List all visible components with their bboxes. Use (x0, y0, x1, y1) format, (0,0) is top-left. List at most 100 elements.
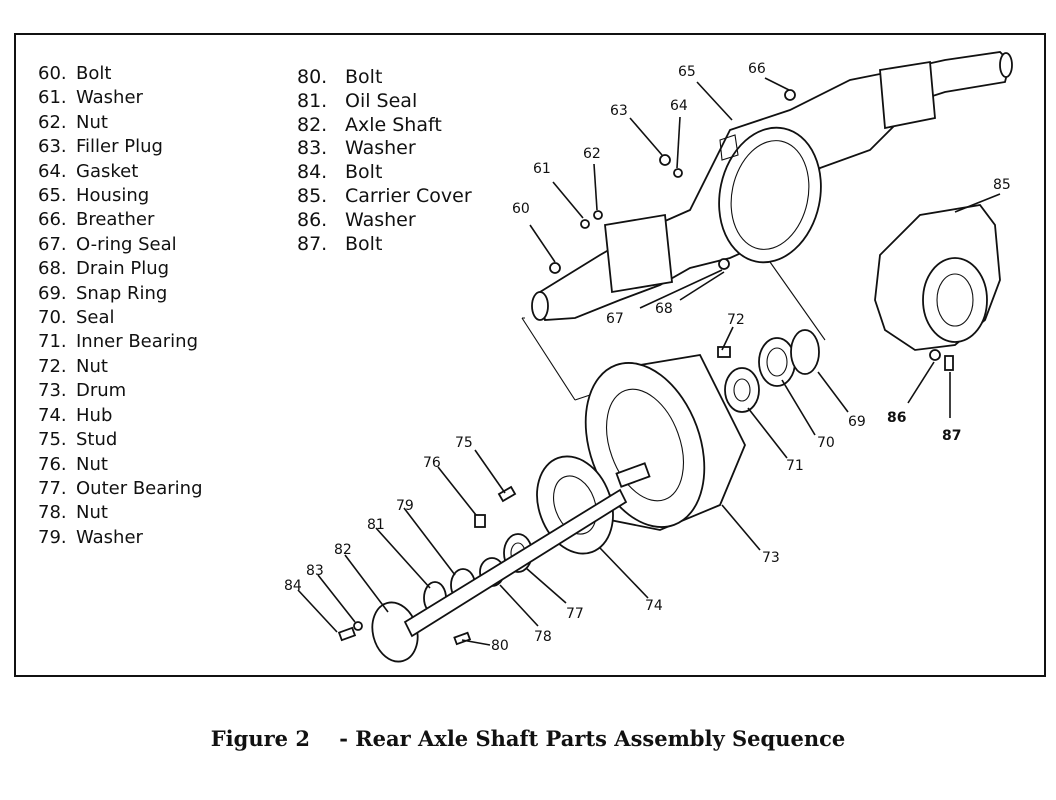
legend-item-name: Nut (76, 355, 108, 377)
legend-item: 69.Snap Ring (38, 282, 203, 306)
legend-item: 61. Washer (38, 86, 203, 110)
carrier-cover-drawing (874, 204, 1001, 351)
legend-item: 68.Drain Plug (38, 257, 203, 281)
callout-61: 61 (533, 161, 551, 177)
legend-item-name: Bolt (345, 66, 383, 88)
callout-65: 65 (678, 64, 696, 80)
legend-item-name: Bolt (345, 161, 383, 184)
callout-60: 60 (512, 201, 530, 217)
legend-item-name: Bolt (345, 232, 383, 255)
legend-item-number: 71. (38, 331, 67, 353)
assembly-bracket (521, 261, 826, 401)
legend-item-name: Outer Bearing (76, 477, 203, 499)
callout-71: 71 (786, 458, 804, 474)
legend-item-number: 70. (38, 307, 67, 329)
legend-item: 83.Washer (297, 137, 472, 161)
legend-item-number: 79. (38, 526, 67, 548)
legend-item-name: O-ring Seal (76, 233, 177, 255)
callout-87: 87 (942, 428, 961, 444)
fasteners-drawing (337, 89, 954, 646)
axle-shaft-drawing (371, 488, 628, 663)
callout-85: 85 (993, 177, 1011, 193)
callout-labels: 60 61 62 63 64 65 66 67 68 69 70 71 72 7… (284, 61, 1011, 654)
diagram-frame (14, 33, 1046, 677)
legend-item-name: Hub (76, 404, 113, 426)
legend-item-name: Stud (76, 429, 118, 451)
callout-73: 73 (762, 550, 780, 566)
callout-62: 62 (583, 146, 601, 162)
legend-item: 74. Hub (38, 404, 203, 428)
callout-74: 74 (645, 598, 663, 614)
legend-item-number: 68. (38, 258, 67, 280)
legend-item: 87. Bolt (297, 233, 472, 257)
legend-item: 62. Nut (38, 111, 203, 135)
legend-item-name: Washer (76, 87, 143, 109)
legend-item-number: 73. (38, 380, 67, 402)
callout-81: 81 (367, 517, 385, 533)
legend-item-number: 61. (38, 87, 67, 109)
legend-item: 86. Washer (297, 209, 472, 233)
legend-item: 73. Drum (38, 379, 203, 403)
legend-item-number: 65. (38, 185, 67, 207)
legend-item-number: 64. (38, 160, 67, 182)
legend-item: 81. Oil Seal (297, 90, 472, 114)
callout-66: 66 (748, 61, 766, 77)
legend-item-number: 75. (38, 429, 67, 451)
callout-75: 75 (455, 435, 473, 451)
legend-item-name: Bolt (76, 63, 112, 84)
callout-68: 68 (655, 301, 673, 317)
legend-item-name: Nut (76, 453, 108, 475)
callout-70: 70 (817, 435, 835, 451)
legend-item-name: Inner Bearing (76, 331, 199, 353)
legend-item: 82.Axle Shaft (297, 114, 472, 138)
callout-63: 63 (610, 103, 628, 119)
callout-86: 86 (887, 410, 906, 426)
callout-82: 82 (334, 542, 352, 558)
legend-item-number: 83. (297, 137, 328, 160)
callout-79: 79 (396, 498, 414, 514)
legend-item-number: 86. (297, 208, 328, 231)
legend-item-number: 63. (38, 136, 67, 158)
figure-number: Figure 2 (210, 726, 310, 751)
legend-item: 79. Washer (38, 526, 203, 550)
legend-item-name: Oil Seal (345, 89, 418, 112)
legend-item-name: Housing (76, 185, 150, 207)
legend-item-number: 85. (297, 184, 328, 207)
legend-item-name: Nut (76, 111, 108, 133)
legend-item: 85. Carrier Cover (297, 185, 472, 209)
legend-item: 67. O-ring Seal (38, 233, 203, 257)
legend-item: 63. Filler Plug (38, 135, 203, 159)
legend-item-number: 69. (38, 282, 67, 304)
callout-83: 83 (306, 563, 324, 579)
legend-item-number: 60. (38, 63, 67, 84)
legend-item-name: Carrier Cover (345, 184, 472, 207)
legend-item-name: Drum (76, 380, 127, 402)
legend-item-number: 87. (297, 232, 328, 255)
legend-item-name: Gasket (76, 160, 139, 182)
legend-item: 78.Nut (38, 501, 203, 525)
legend-item-name: Breather (76, 209, 155, 231)
legend-item: 84. Bolt (297, 161, 472, 185)
legend-item-number: 67. (38, 233, 67, 255)
legend-item-number: 66. (38, 209, 67, 231)
callout-78: 78 (534, 629, 552, 645)
legend-item-name: Filler Plug (76, 136, 163, 158)
legend-item-number: 84. (297, 161, 328, 184)
callout-64: 64 (670, 98, 688, 114)
callout-80: 80 (491, 638, 509, 654)
legend-item: 60. Bolt (38, 62, 203, 86)
legend-item-name: Washer (76, 526, 143, 548)
legend-item-number: 81. (297, 89, 328, 112)
legend-item-number: 74. (38, 404, 67, 426)
legend-item-number: 62. (38, 111, 67, 133)
legend-item-number: 72. (38, 355, 67, 377)
figure-caption: Figure 2 - Rear Axle Shaft Parts Assembl… (0, 726, 1056, 751)
housing-drawing (531, 51, 1013, 321)
legend-item: 64. Gasket (38, 160, 203, 184)
callout-67: 67 (606, 311, 624, 327)
legend-item-name: Washer (345, 208, 416, 231)
parts-legend-left: 60. Bolt 61. Washer 62. Nut 63. Filler Plug 64. G… (38, 62, 203, 550)
legend-item-name: Axle Shaft (345, 113, 442, 136)
